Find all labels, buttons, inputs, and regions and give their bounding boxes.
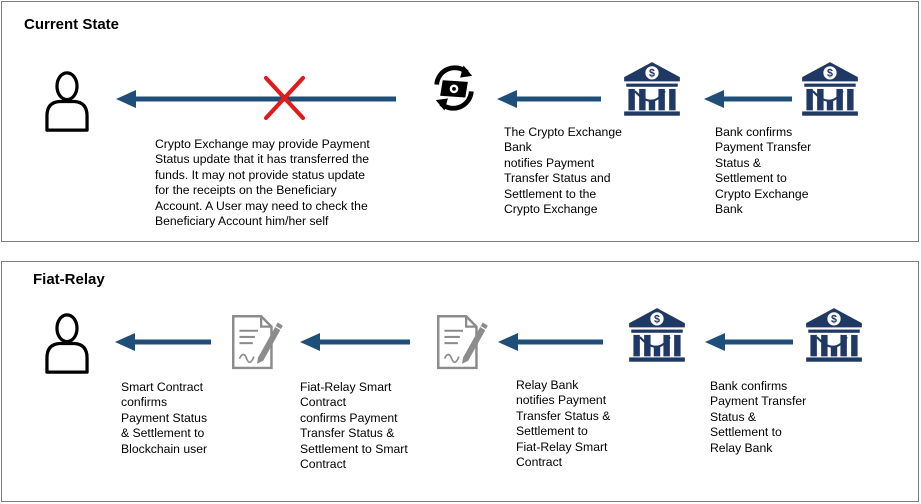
bank-icon xyxy=(622,60,682,120)
panel-title-fiat-relay: Fiat-Relay xyxy=(33,271,105,288)
bank-icon xyxy=(800,60,860,120)
exchange-icon xyxy=(428,62,480,114)
cross-icon xyxy=(263,75,306,121)
caption-smart-contract: Smart Contract confirms Payment Status &… xyxy=(121,380,208,456)
arrowhead xyxy=(115,333,135,351)
arrowhead xyxy=(705,333,725,351)
arrowhead xyxy=(300,333,320,351)
bank-icon xyxy=(804,306,864,366)
caption-bank-confirms-relay: Bank confirms Payment Transfer Status & … xyxy=(710,379,807,455)
panel-title-current-state: Current State xyxy=(24,16,120,33)
fiat-relay-panel: Fiat-Relay xyxy=(1,261,919,502)
arrowhead xyxy=(498,333,518,351)
current-state-panel: Current State xyxy=(1,1,919,242)
user-icon xyxy=(44,312,90,375)
caption-fiat-relay-contract: Fiat-Relay Smart Contract confirms Payme… xyxy=(300,380,408,472)
caption-exchange-bank: The Crypto Exchange Bank notifies Paymen… xyxy=(504,125,622,217)
caption-exchange-status: Crypto Exchange may provide Payment Stat… xyxy=(155,137,370,229)
caption-bank-confirms: Bank confirms Payment Transfer Status & … xyxy=(715,125,812,217)
arrowhead xyxy=(497,90,517,108)
current-state-arrows xyxy=(116,90,792,108)
contract-icon xyxy=(435,308,489,370)
contract-icon xyxy=(230,308,284,370)
arrowhead xyxy=(116,90,136,108)
bank-icon xyxy=(627,306,687,366)
user-icon xyxy=(44,70,90,133)
arrowhead xyxy=(704,90,724,108)
fiat-relay-arrows xyxy=(115,333,793,351)
caption-relay-bank: Relay Bank notifies Payment Transfer Sta… xyxy=(516,378,611,470)
